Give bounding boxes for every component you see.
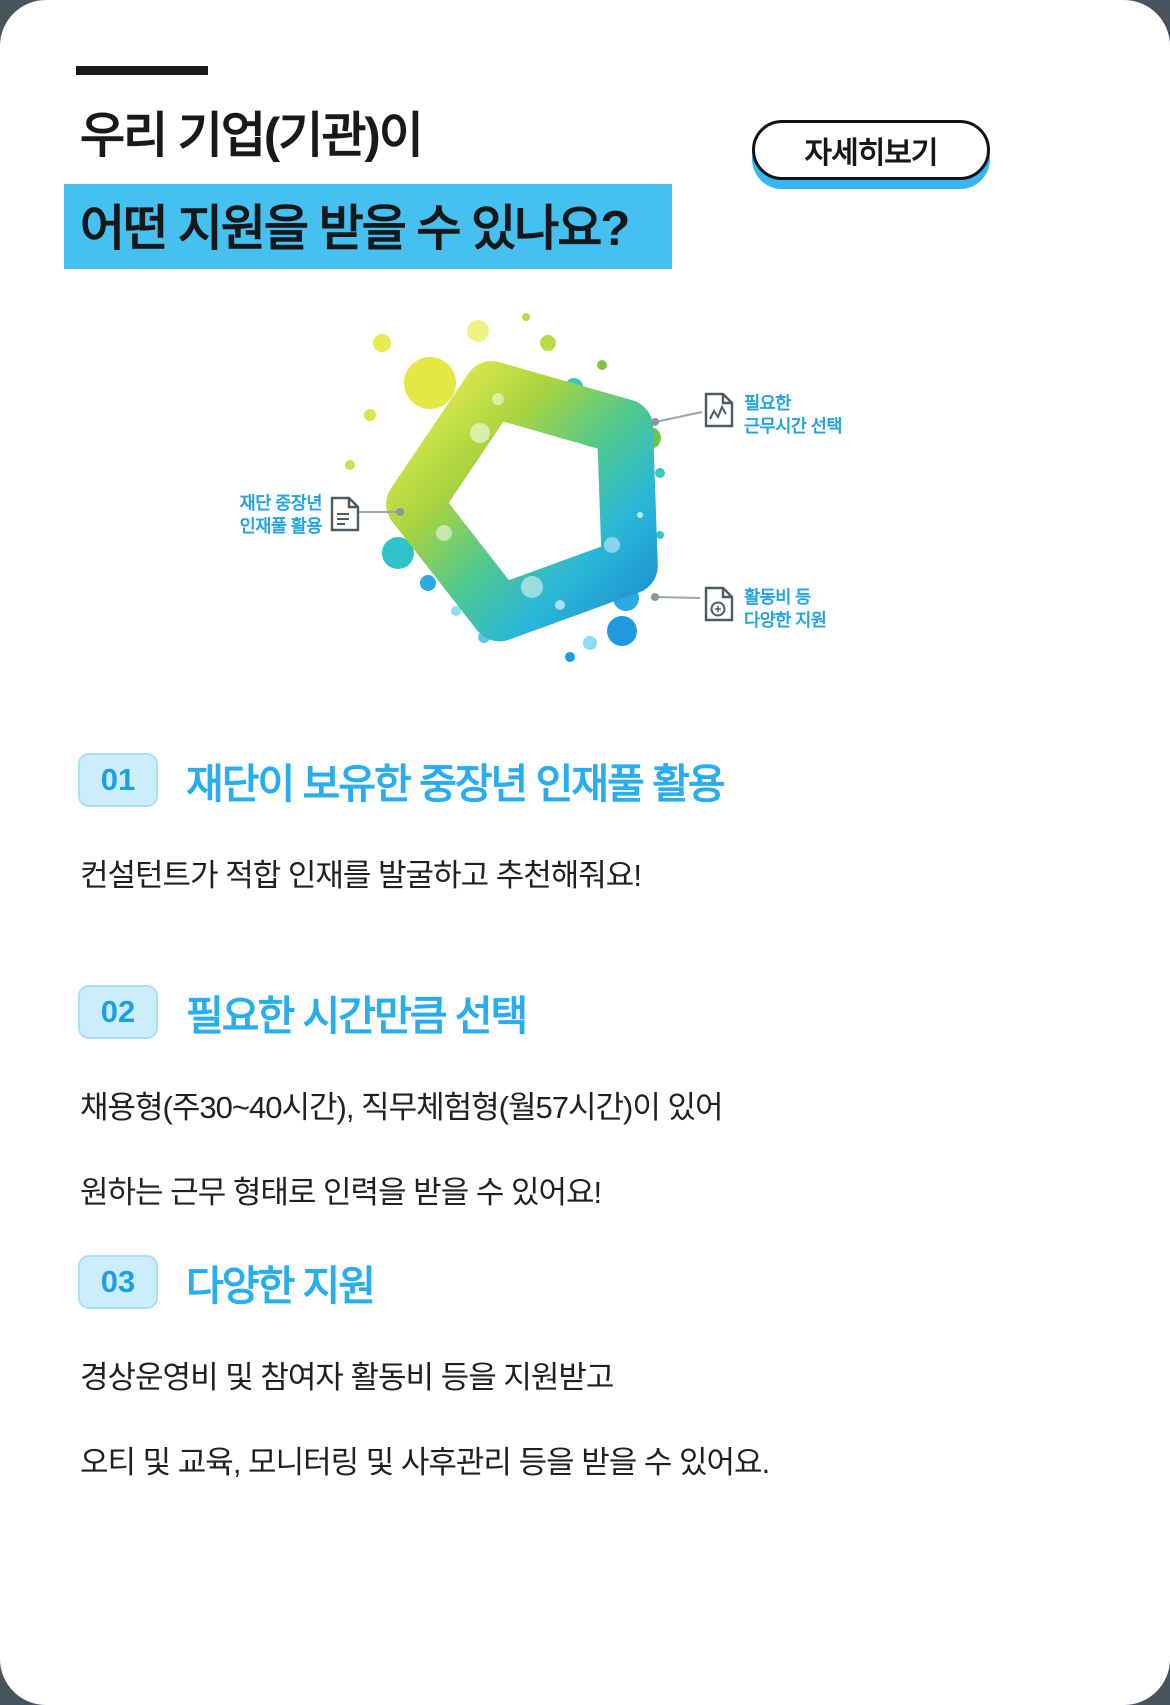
illustration-label-support: 활동비 등 다양한 지원 (744, 586, 827, 632)
section-body-line: 원하는 근무 형태로 인력을 받을 수 있어요! (80, 1175, 602, 1210)
section-title: 필요한 시간만큼 선택 (186, 993, 528, 1039)
label-line: 다양한 지원 (744, 609, 827, 630)
label-line: 근무시간 선택 (744, 415, 842, 436)
page-title-line1: 우리 기업(기관)이 (80, 109, 424, 163)
section-title: 다양한 지원 (186, 1263, 376, 1309)
label-line: 재단 중장년 (239, 493, 323, 513)
illustration-label-talent-pool: 재단 중장년 인재풀 활용 (226, 492, 323, 538)
document-pencil-icon (330, 496, 360, 532)
section-title: 재단이 보유한 중장년 인재풀 활용 (186, 761, 726, 807)
page-title-line2-highlighted: 어떤 지원을 받을 수 있나요? (64, 184, 673, 269)
see-details-button[interactable]: 자세히보기 (752, 120, 990, 180)
section-number-badge: 01 (78, 753, 158, 807)
section-number-badge: 03 (78, 1255, 158, 1309)
section-body-line: 경상운영비 및 참여자 활동비 등을 지원받고 (80, 1360, 614, 1395)
section-support: 03 다양한 지원 경상운영비 및 참여자 활동비 등을 지원받고 오티 및 교… (78, 1252, 770, 1482)
title-accent-dash (76, 66, 208, 75)
section-body-line: 오티 및 교육, 모니터링 및 사후관리 등을 받을 수 있어요. (80, 1445, 770, 1480)
label-line: 활동비 등 (744, 587, 811, 607)
document-coin-icon (704, 586, 734, 622)
section-body-line: 채용형(주30~40시간), 직무체험형(월57시간)이 있어 (80, 1090, 724, 1125)
label-line: 인재풀 활용 (239, 515, 323, 536)
document-chart-icon (704, 392, 734, 428)
section-talent-pool: 01 재단이 보유한 중장년 인재풀 활용 컨설턴트가 적합 인재를 발굴하고 … (78, 750, 726, 895)
section-hours: 02 필요한 시간만큼 선택 채용형(주30~40시간), 직무체험형(월57시… (78, 982, 724, 1212)
section-body-line: 컨설턴트가 적합 인재를 발굴하고 추천해줘요! (80, 858, 642, 893)
section-number-badge: 02 (78, 985, 158, 1039)
pentagon-bubbles-illustration (345, 313, 703, 662)
illustration-label-working-hours: 필요한 근무시간 선택 (744, 392, 842, 438)
label-line: 필요한 (744, 393, 791, 413)
